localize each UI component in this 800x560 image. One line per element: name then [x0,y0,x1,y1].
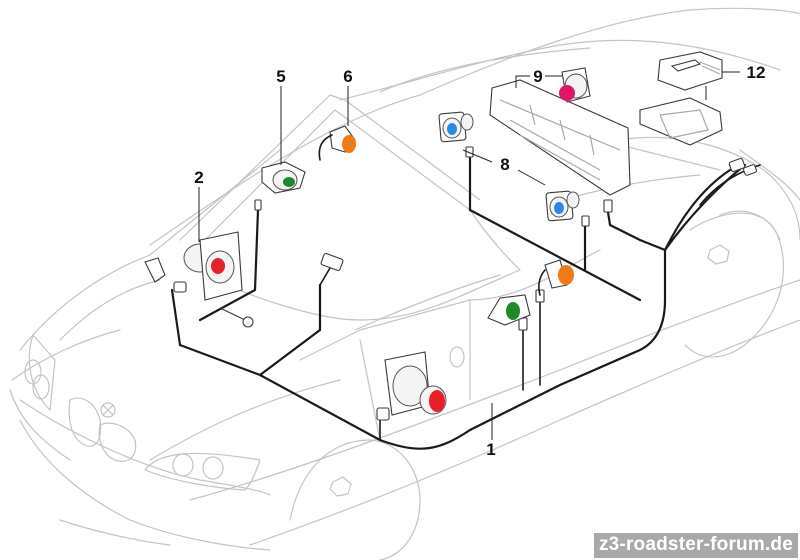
callout-5: 5 [276,67,285,86]
speaker-cone-red [211,258,225,274]
speaker-tweeter-right [487,294,531,326]
connector-rear-box [603,199,613,213]
amplifier-12 [639,51,723,146]
grille-right [98,422,137,462]
connector-door-left [173,281,187,293]
connector-amp-1 [728,157,746,173]
speaker-cone-magenta [559,85,575,101]
speaker-door-right [384,351,447,416]
connector-rear-tweeter-left [465,146,474,158]
front-wheel-hub [329,476,352,497]
speaker-cone-green [283,177,295,187]
connector-tweeter-left [254,199,262,211]
callout-12: 12 [747,63,766,82]
watermark: z3-roadster-forum.de [593,533,798,558]
connector-mid-right [518,317,528,331]
callout-9: 9 [533,67,542,86]
callout-6: 6 [343,67,352,86]
speaker-cone-orange [342,135,356,153]
rear-wheel-hub [707,244,730,265]
callout-2: 2 [194,168,203,187]
connector-dash [320,252,344,272]
mounting-screw [242,316,254,328]
leader-lines [198,71,740,440]
speaker-cone-red-right [429,390,445,412]
callout-1: 1 [486,440,495,459]
speaker-8-rear-tweeter-left [438,111,474,143]
grille-left [68,397,102,447]
speaker-cone-blue-left [447,123,457,135]
brand-emblem [100,402,116,418]
speaker-cone-blue-right [554,202,564,214]
callout-labels: 1 2 5 6 8 9 12 [194,63,765,459]
connectors [173,146,757,421]
speaker-8-rear-tweeter-right [545,190,580,222]
connector-rear-tweeter-right [581,215,590,227]
speaker-2-door-left [144,231,254,328]
speaker-5-tweeter-left [261,161,306,194]
speaker-6-midrange-left [318,125,356,161]
speaker-cone-orange-right [558,265,574,285]
connector-amp-2 [743,164,757,176]
amplifier-bracket [639,97,723,146]
speaker-midrange-right [538,259,574,296]
connector-tweet-right [535,289,545,303]
speaker-cone-green-right [506,302,520,320]
mounting-clip [144,257,166,283]
connector-door-right [376,407,390,421]
callout-8: 8 [500,155,509,174]
car-body-outline [9,7,800,560]
speaker-9-rear-box [489,67,631,196]
